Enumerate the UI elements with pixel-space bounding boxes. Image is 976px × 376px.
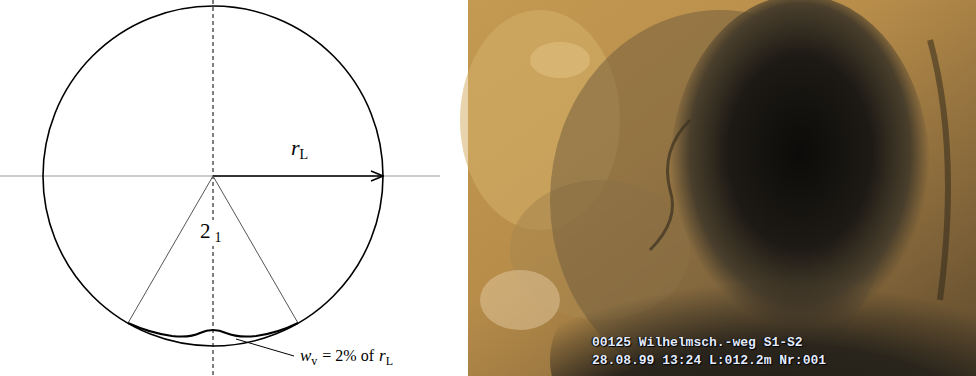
camera-overlay-text: 28.08.99 13:24 L:012.2m Nr:001 xyxy=(592,350,826,368)
photo-pipe-floor xyxy=(550,230,976,376)
pipe-circle xyxy=(43,6,383,346)
angle-line xyxy=(128,176,213,323)
label-text: r xyxy=(291,135,300,160)
photo-stone xyxy=(480,270,560,330)
radius-label: rL xyxy=(289,136,310,163)
radius-arrow xyxy=(213,175,383,177)
subscript-text: v xyxy=(311,354,317,368)
subscript-text: L xyxy=(300,147,309,162)
angle-line xyxy=(213,176,298,323)
label-text: 28.08.99 13:24 L:012.2m Nr:001 xyxy=(592,353,826,368)
horizontal-axis xyxy=(0,176,440,177)
angle-label: 21 xyxy=(198,220,224,246)
vertical-axis xyxy=(213,0,214,376)
deformed-invert xyxy=(128,323,298,337)
photo-edge xyxy=(930,40,948,300)
photo-stone xyxy=(530,42,590,78)
label-text: 00125 Wilhelmsch.-weg S1-S2 xyxy=(592,335,803,350)
subscript-text: L xyxy=(386,354,393,368)
label-text: 2 xyxy=(200,219,211,243)
leader-line xyxy=(236,339,294,356)
camera-overlay-text: 00125 Wilhelmsch.-weg S1-S2 xyxy=(592,332,803,350)
label-text: = 2% of xyxy=(322,347,374,364)
label-text: w xyxy=(300,346,311,365)
subscript-text: 1 xyxy=(215,230,222,245)
label-text: r xyxy=(379,346,386,365)
deformation-label: wv = 2% of rL xyxy=(298,347,395,368)
photo-joint xyxy=(650,120,690,250)
